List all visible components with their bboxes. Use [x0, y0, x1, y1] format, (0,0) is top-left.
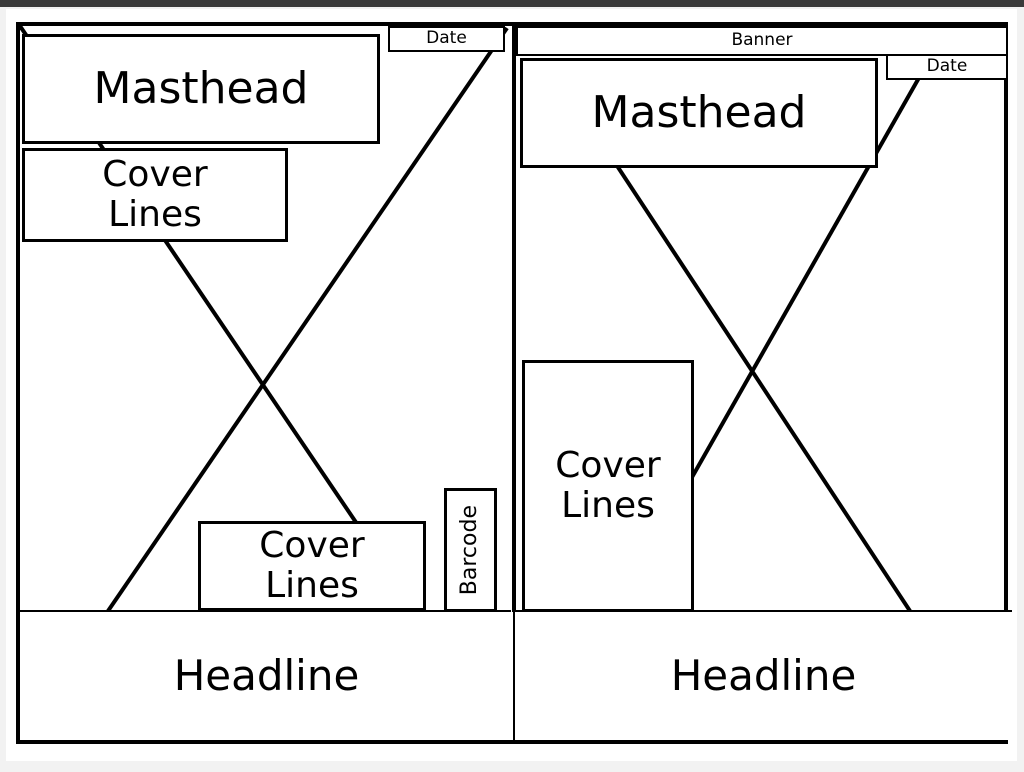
left-cover-lines-bottom-line2: Lines [265, 565, 359, 606]
right-masthead-box[interactable]: Masthead [520, 58, 878, 168]
left-masthead-box[interactable]: Masthead [22, 34, 380, 144]
left-masthead-label: Masthead [93, 63, 309, 115]
left-cover-lines-top-text: Cover Lines [102, 153, 208, 236]
right-headline-label: Headline [670, 651, 857, 701]
left-cover-lines-top-box[interactable]: Cover Lines [22, 148, 288, 242]
left-date-box[interactable]: Date [388, 26, 505, 52]
left-cover-lines-bottom-line1: Cover [259, 524, 365, 566]
left-headline-box[interactable]: Headline [20, 612, 513, 740]
left-date-label: Date [426, 28, 467, 49]
left-cover-lines-top-line1: Cover [102, 153, 208, 195]
left-barcode-label: Barcode [457, 504, 483, 596]
right-cover-lines-text: Cover Lines [555, 444, 661, 527]
right-banner-box[interactable]: Banner [516, 26, 1008, 56]
right-headline-box[interactable]: Headline [515, 612, 1012, 740]
left-barcode-box[interactable]: Barcode [444, 488, 497, 612]
two-page-spread: Masthead Date Cover Lines Cover Lines Ba… [16, 22, 1012, 744]
right-banner-label: Banner [731, 30, 793, 51]
right-cover-lines-box[interactable]: Cover Lines [522, 360, 694, 612]
left-cover-lines-top-line2: Lines [108, 194, 202, 235]
page-gutter-divider [512, 26, 516, 740]
right-cover-lines-line1: Cover [555, 444, 661, 486]
left-cover-lines-bottom-box[interactable]: Cover Lines [198, 521, 426, 611]
right-date-box[interactable]: Date [886, 54, 1008, 80]
top-strip [0, 0, 1024, 7]
right-masthead-label: Masthead [591, 87, 807, 139]
left-headline-label: Headline [173, 651, 360, 701]
left-cover-lines-bottom-text: Cover Lines [259, 524, 365, 607]
right-date-label: Date [926, 56, 968, 77]
right-cover-lines-line2: Lines [561, 485, 655, 526]
